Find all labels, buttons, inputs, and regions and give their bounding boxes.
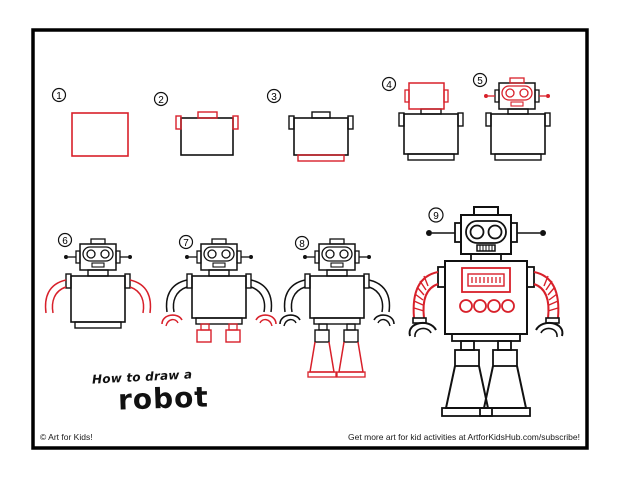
step-number-8: 8: [294, 235, 310, 251]
step-3-drawing: [288, 111, 354, 162]
step-number-2: 2: [153, 91, 169, 107]
svg-text:6: 6: [62, 236, 68, 247]
step-number-5: 5: [472, 72, 488, 88]
step-8-drawing: [279, 238, 395, 378]
subscribe-footer: Get more art for kid activities at Artfo…: [348, 432, 580, 442]
svg-text:5: 5: [477, 76, 483, 87]
svg-text:9: 9: [433, 211, 439, 222]
step-number-3: 3: [266, 88, 282, 104]
step-7-drawing: [161, 238, 277, 343]
svg-text:4: 4: [386, 80, 392, 91]
step-number-7: 7: [178, 234, 194, 250]
svg-text:1: 1: [56, 91, 62, 102]
step-number-6: 6: [57, 232, 73, 248]
step-number-9: 9: [428, 207, 444, 223]
sheet-frame: [31, 28, 589, 450]
step-6-drawing: [44, 238, 152, 329]
step-2-drawing: [175, 111, 239, 156]
title-robot: robot: [117, 380, 210, 417]
svg-text:2: 2: [158, 95, 164, 106]
svg-text:3: 3: [271, 92, 277, 103]
step-number-4: 4: [381, 76, 397, 92]
step-4-drawing: [398, 82, 464, 161]
step-number-1: 1: [51, 87, 67, 103]
svg-text:7: 7: [183, 238, 189, 249]
svg-text:8: 8: [299, 239, 305, 250]
step-1-drawing: [71, 112, 129, 157]
copyright-footer: © Art for Kids!: [40, 432, 93, 442]
step-9-drawing: [408, 206, 564, 417]
step-5-drawing: [484, 77, 551, 161]
